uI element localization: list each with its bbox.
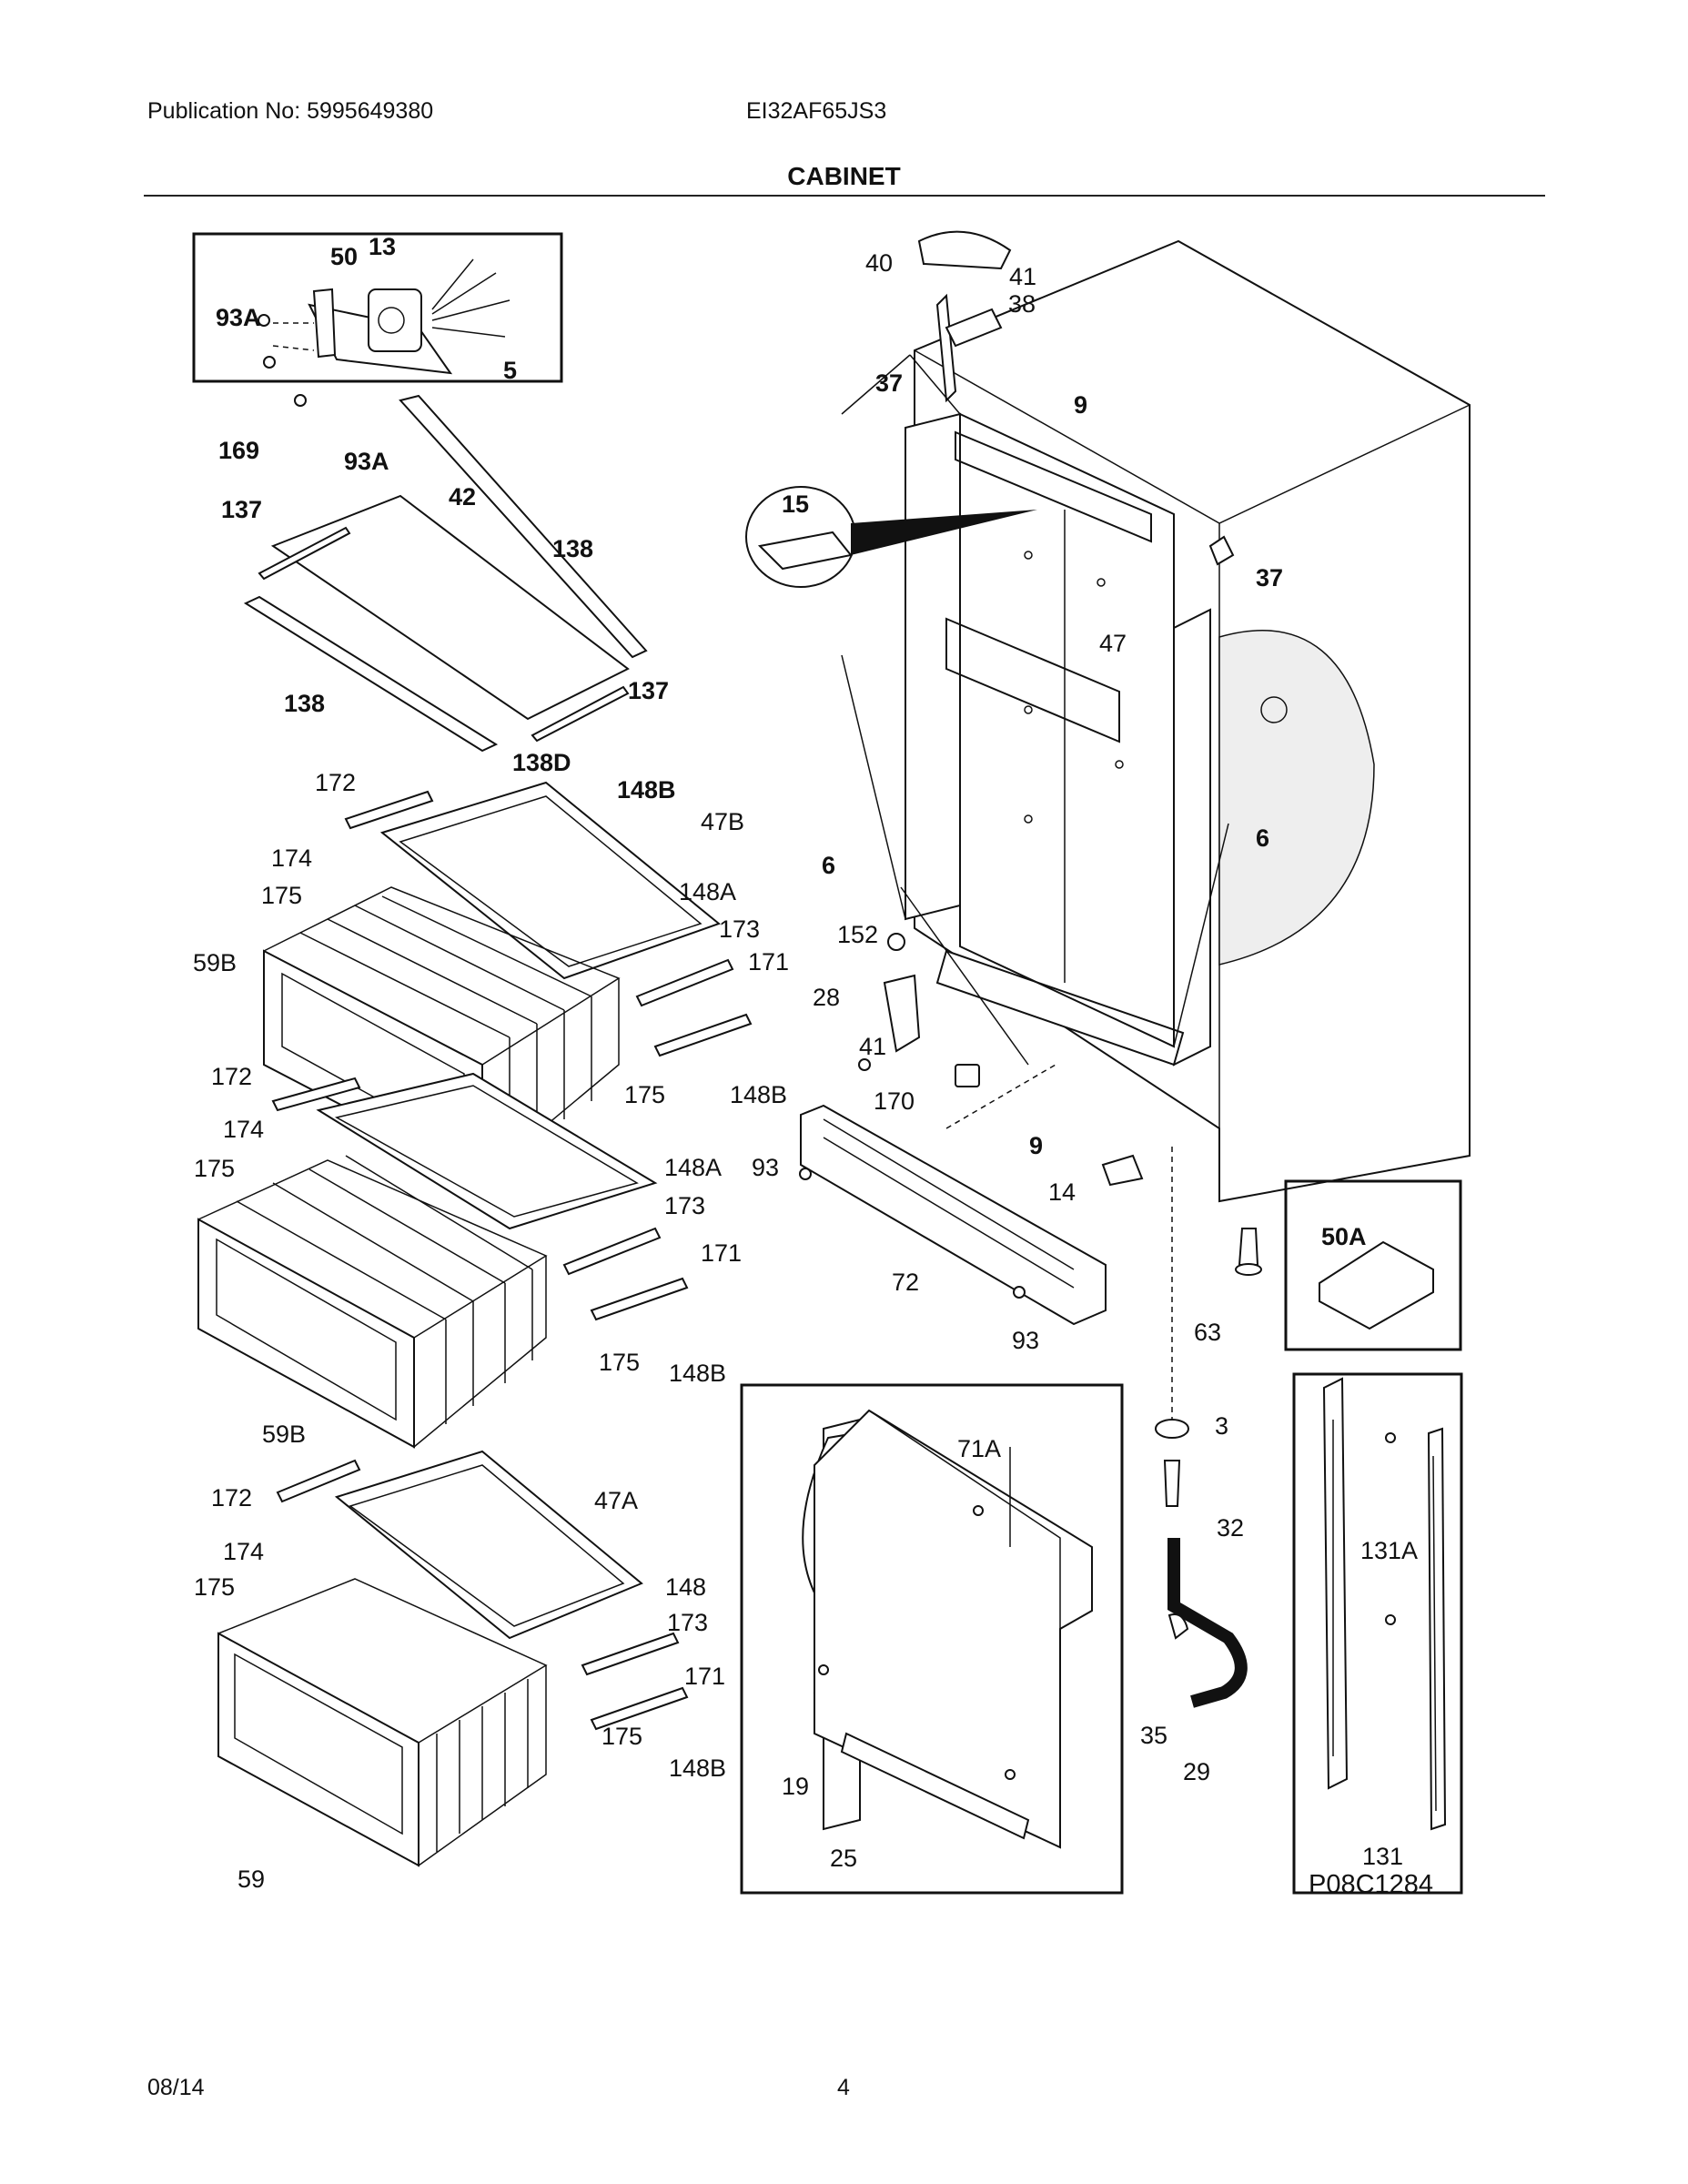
part-label: 172 [211,1063,252,1090]
model-number: EI32AF65JS3 [746,98,887,124]
upper-shelf-drawing [243,394,648,753]
part-label: 137 [221,496,262,523]
part-label: 37 [1256,564,1283,592]
part-label: 148B [617,776,676,804]
part-label: 28 [813,984,840,1011]
part-label: 3 [1215,1412,1228,1440]
page-title: CABINET [787,162,901,190]
part-label: 174 [223,1538,264,1565]
part-label: 138 [284,690,325,717]
part-label: 9 [1074,391,1087,419]
part-label: 173 [719,915,760,943]
part-label: 47A [594,1487,638,1514]
gasket-callout-drawing [745,354,1229,1066]
page-number: 4 [837,2075,850,2100]
part-label: 38 [1008,290,1036,318]
part-label: 152 [837,921,878,948]
part-label: 15 [782,490,809,518]
part-label: 47B [701,808,744,835]
kickplate-drawing [799,1064,1107,1326]
part-label: 138 [552,535,593,562]
part-label: 175 [261,882,302,909]
part-label: 29 [1183,1758,1210,1785]
part-label: 63 [1194,1319,1221,1346]
part-label: 6 [1256,824,1269,852]
part-label: 59B [193,949,237,976]
part-label: 40 [865,249,893,277]
drawer-2-drawing [197,1072,689,1449]
part-label: 175 [601,1723,642,1750]
part-label: 42 [449,483,476,511]
part-label: 93 [752,1154,779,1181]
part-label: 41 [859,1033,886,1060]
part-label: 5 [503,357,517,384]
drawer-3-drawing [217,1450,689,1867]
part-label: 175 [599,1349,640,1376]
part-label: 171 [701,1239,742,1267]
part-label: 131A [1360,1537,1418,1564]
part-label: 173 [667,1609,708,1636]
part-label: 175 [194,1573,235,1601]
footer-date: 08/14 [147,2075,205,2100]
header-rule [144,195,1545,197]
part-label: 148 [665,1573,706,1601]
part-label: 50A [1321,1223,1367,1250]
part-label: 172 [211,1484,252,1512]
fan-inset-box [192,232,563,383]
part-label: 47 [1099,630,1127,657]
part-label: 13 [369,233,396,260]
part-label: 131 [1362,1843,1403,1870]
part-label: 172 [315,769,356,796]
part-label: 35 [1140,1722,1167,1749]
publication-number: Publication No: 5995649380 [147,98,434,124]
part-label: 50 [330,243,358,270]
part-label: 148B [669,1754,726,1782]
part-label: 93A [216,304,261,331]
evaporator-cover-drawing [802,1409,1093,1849]
part-label: 59B [262,1421,306,1448]
part-label: 59 [238,1866,265,1893]
part-label: 137 [628,677,669,704]
part-label: 14 [1048,1178,1076,1206]
part-label: 93A [344,448,389,475]
part-label: 175 [624,1081,665,1108]
part-label: 171 [748,948,789,976]
part-label: 32 [1217,1514,1244,1542]
leveler-drawing [1235,1228,1262,1276]
part-label: 9 [1029,1132,1043,1159]
part-label: 170 [874,1087,915,1115]
part-label: 41 [1009,263,1036,290]
part-label: 174 [271,844,312,872]
part-label: 25 [830,1845,857,1872]
part-label: 6 [822,852,835,879]
diagram-code: P08C1284 [1309,1870,1434,1899]
part-label: 148B [730,1081,787,1108]
evaporator-inset-box [740,1383,1124,1895]
part-label: 174 [223,1116,264,1143]
part-label: 19 [782,1773,809,1800]
part-label: 169 [218,437,259,464]
control-box-drawing [1319,1240,1434,1330]
control-box-inset [1284,1179,1462,1351]
rail-inset-box [1292,1372,1463,1895]
part-label: 173 [664,1192,705,1219]
fan-motor-drawing [258,258,510,407]
part-label: 72 [892,1269,919,1296]
cabinet-drawing [905,230,1471,1203]
part-label: 93 [1012,1327,1039,1354]
part-label: 175 [194,1155,235,1182]
drain-tube-drawing [1155,1419,1248,1708]
hinge-parts-drawing [858,933,1144,1187]
part-label: 148A [664,1154,722,1181]
part-label: 148A [679,878,736,905]
part-label: 71A [957,1435,1001,1462]
rail-drawing [1322,1377,1447,1831]
part-label: 138D [512,749,571,776]
part-label: 37 [875,369,903,397]
part-label: 148B [669,1360,726,1387]
part-label: 171 [684,1663,725,1690]
